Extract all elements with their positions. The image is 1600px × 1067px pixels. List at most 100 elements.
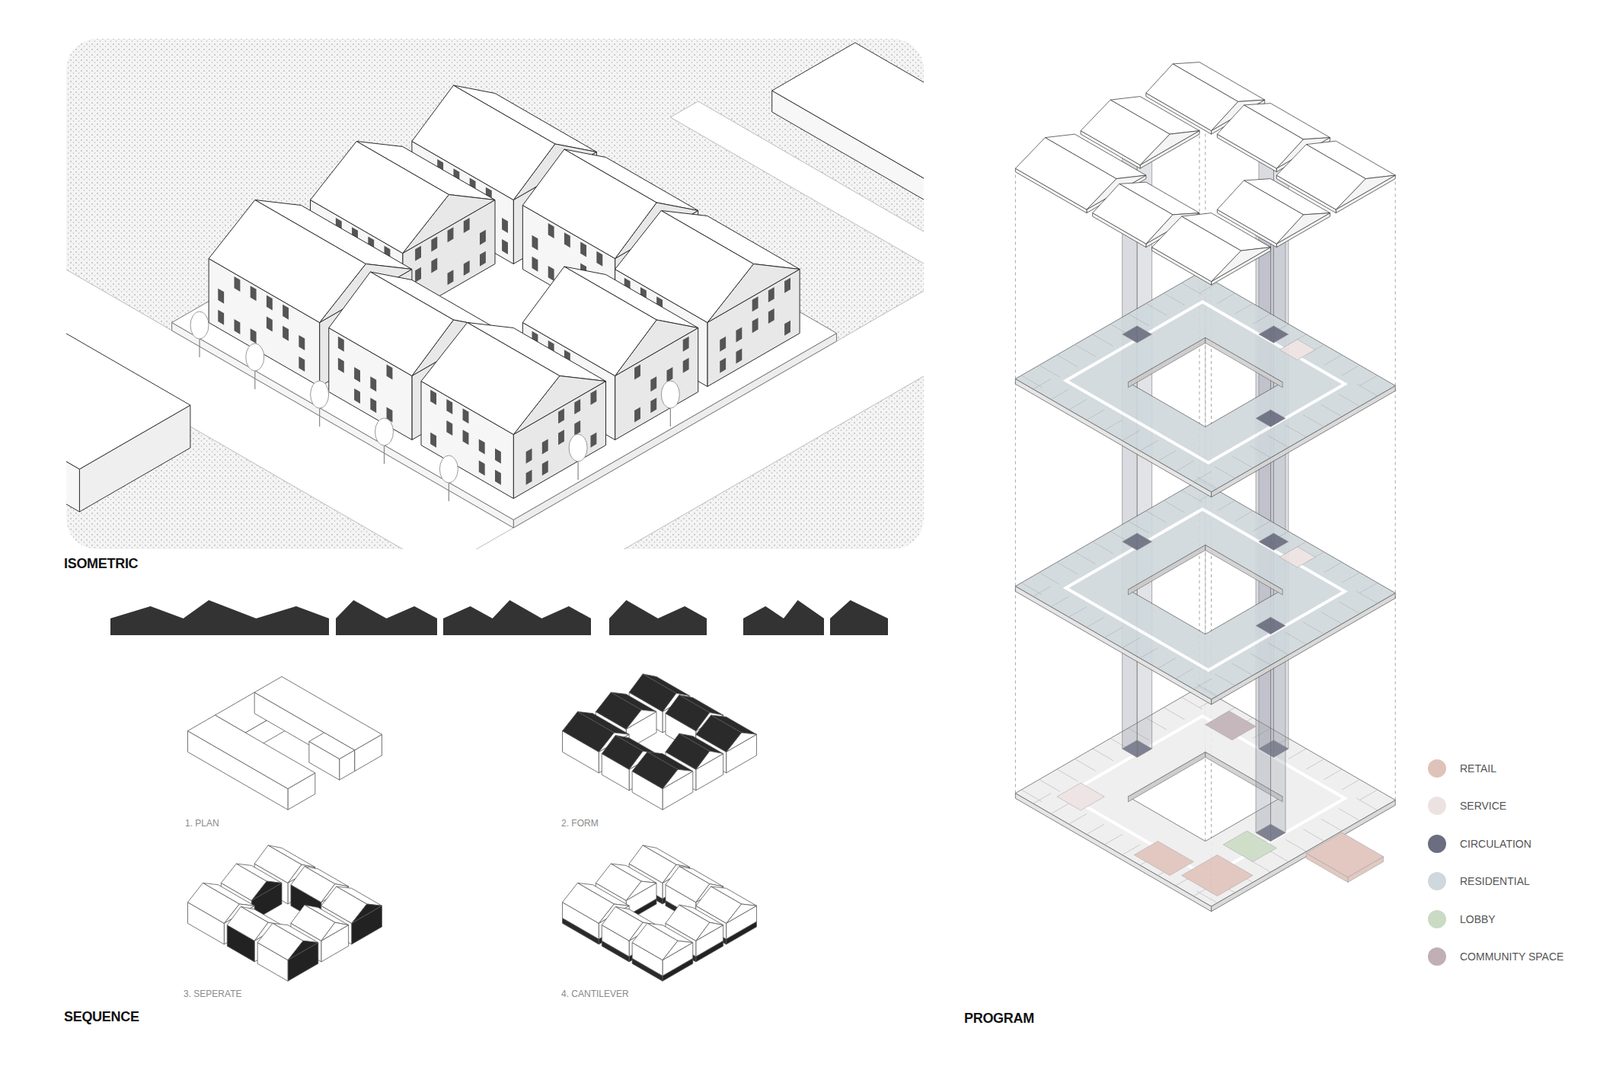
window — [564, 232, 571, 248]
partition — [1104, 834, 1122, 846]
projection-line — [1395, 178, 1396, 801]
window — [250, 328, 257, 344]
window — [354, 388, 361, 404]
isometric-view — [66, 42, 924, 550]
step-caption: 1. PLAN — [185, 817, 220, 829]
window — [298, 356, 305, 372]
roof-silhouette — [830, 600, 888, 636]
projection-line — [1210, 284, 1212, 907]
circulation-core — [1122, 325, 1153, 344]
window — [650, 376, 657, 392]
sequence-diagrams — [188, 673, 757, 981]
window — [558, 429, 565, 445]
window — [463, 429, 470, 445]
partition — [1252, 520, 1271, 532]
window — [542, 459, 549, 476]
legend-swatch — [1427, 759, 1447, 778]
partition — [1213, 673, 1235, 686]
partition — [1163, 707, 1185, 720]
partition — [1341, 364, 1360, 376]
partition — [1341, 572, 1360, 584]
window — [548, 223, 555, 239]
partition — [1357, 590, 1378, 604]
roof — [772, 42, 924, 251]
community-zone — [1205, 711, 1256, 741]
roof — [1015, 137, 1117, 211]
window — [447, 269, 454, 285]
plate-edge — [1205, 337, 1283, 387]
window — [217, 309, 224, 326]
circulation-core — [1255, 616, 1286, 635]
roof — [309, 732, 355, 760]
roof — [1306, 832, 1383, 878]
separate-massing — [188, 845, 383, 981]
partition — [1341, 779, 1360, 791]
legend-label: CIRCULATION — [1459, 837, 1532, 850]
partition — [1050, 389, 1069, 400]
window — [233, 276, 240, 292]
window — [431, 257, 438, 273]
roof — [421, 322, 560, 435]
partition — [1216, 293, 1235, 304]
partition — [1357, 798, 1378, 811]
window — [768, 308, 775, 324]
partition — [1069, 606, 1087, 618]
window — [719, 357, 726, 374]
partition — [1069, 399, 1087, 410]
tree — [661, 380, 680, 409]
partition — [1163, 500, 1185, 513]
window — [479, 438, 486, 454]
window — [233, 319, 240, 335]
plate-top — [1015, 479, 1396, 700]
window — [735, 348, 742, 364]
partition — [1086, 616, 1105, 628]
partition — [1359, 582, 1377, 594]
window — [752, 296, 759, 312]
window — [667, 367, 674, 383]
plan-massing — [188, 676, 383, 810]
partition — [1302, 829, 1324, 842]
legend-swatch — [1427, 871, 1447, 891]
partition — [1157, 657, 1176, 669]
roof — [188, 882, 240, 923]
service-zone — [1279, 546, 1316, 568]
partition — [1181, 490, 1203, 503]
partition — [1324, 769, 1342, 780]
partition — [1321, 818, 1342, 831]
tree — [245, 343, 265, 371]
window — [370, 376, 377, 392]
window — [266, 294, 273, 310]
tree — [310, 380, 329, 409]
corridor — [1066, 715, 1345, 878]
partition — [1092, 334, 1114, 347]
window — [634, 364, 641, 380]
roof-silhouette — [335, 600, 438, 636]
retail-zone — [1181, 855, 1254, 897]
window — [282, 304, 289, 320]
partition — [1092, 748, 1114, 761]
roof — [257, 922, 304, 960]
partition — [1199, 282, 1217, 294]
window — [370, 397, 377, 413]
partition — [1092, 541, 1114, 554]
roof — [328, 271, 454, 377]
window — [338, 357, 345, 374]
partition — [1074, 759, 1096, 772]
partition — [1321, 404, 1342, 417]
window — [735, 326, 742, 342]
partition — [1357, 383, 1378, 397]
partition — [1288, 748, 1307, 760]
window — [430, 389, 437, 406]
window — [415, 267, 422, 283]
partition — [1122, 430, 1141, 441]
partition — [1140, 648, 1158, 659]
partition — [1306, 759, 1324, 770]
partition — [1050, 803, 1069, 815]
partition — [1074, 552, 1096, 565]
window — [650, 397, 657, 413]
partition — [1104, 419, 1122, 431]
plate-edge — [1127, 337, 1205, 387]
step-caption: 3. SEPERATE — [183, 988, 242, 1000]
legend-label: COMMUNITY SPACE — [1459, 950, 1564, 963]
window — [446, 420, 453, 436]
